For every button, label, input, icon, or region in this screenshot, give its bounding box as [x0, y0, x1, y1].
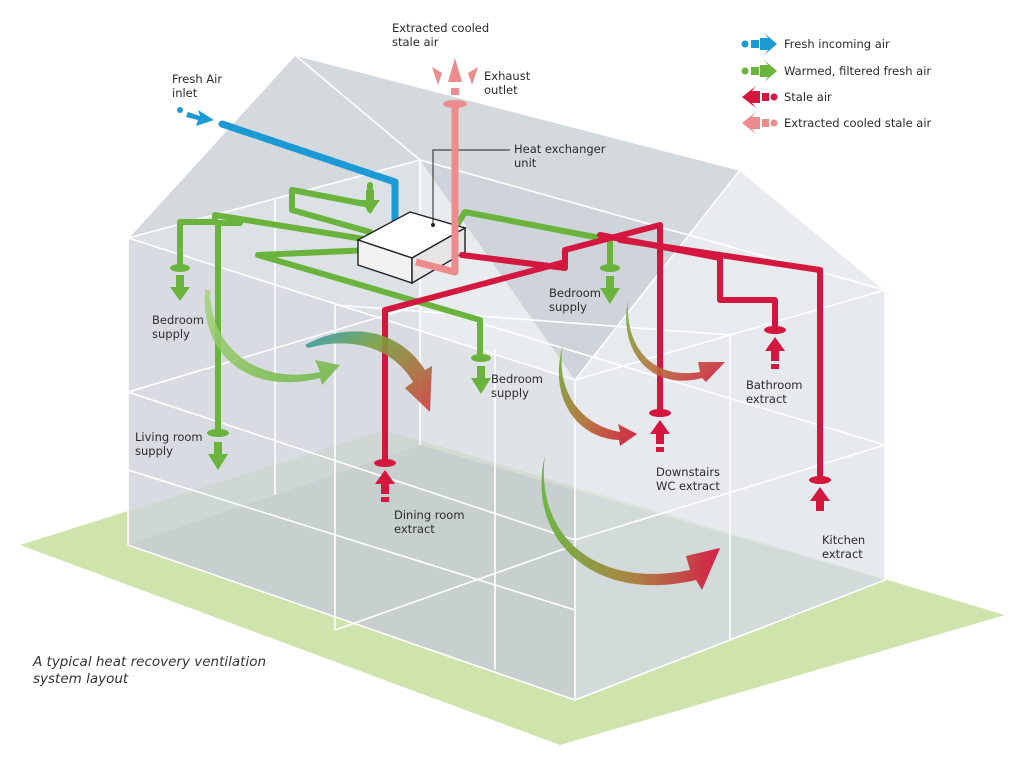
bathroom-extract-label-2: extract	[746, 392, 787, 406]
caption-line-1: A typical heat recovery ventilation	[32, 654, 266, 670]
bedroom-supply-mid-label-1: Bedroom	[491, 372, 543, 386]
kitchen-extract-label-2: extract	[822, 547, 863, 561]
stale-air-arrow-icon	[742, 86, 778, 108]
bathroom-extract-label-1: Bathroom	[746, 378, 802, 392]
bedroom-supply-left-label-1: Bedroom	[152, 313, 204, 327]
legend-label: Warmed, filtered fresh air	[784, 64, 931, 78]
extracted-air-arrow-icon	[742, 112, 778, 134]
downstairs-wc-extract-label-1: Downstairs	[656, 465, 720, 479]
roof-gable	[575, 170, 885, 380]
exhaust-duct	[415, 58, 478, 276]
house-back-wall	[128, 160, 420, 545]
legend-label: Fresh incoming air	[784, 37, 890, 51]
fresh-air-inlet-label-1: Fresh Air	[172, 72, 222, 86]
dining-room-extract-label-2: extract	[394, 522, 435, 536]
downstairs-wc-extract-label-2: WC extract	[656, 479, 720, 493]
bedroom-supply-right-label-2: supply	[549, 300, 587, 314]
legend-item-stale: Stale air	[742, 86, 832, 108]
extracted-air-label-2: stale air	[392, 35, 439, 49]
bedroom-supply-right-label-1: Bedroom	[549, 286, 601, 300]
diagram-labels: Extracted cooled stale air Exhaust outle…	[135, 21, 865, 561]
fresh-air-inlet-label-2: inlet	[172, 86, 198, 100]
extract-terminals	[374, 326, 831, 511]
bedroom-supply-mid-label-2: supply	[491, 386, 529, 400]
legend-item-warmed: Warmed, filtered fresh air	[741, 60, 931, 82]
fresh-air-duct	[177, 107, 399, 239]
legend: Fresh incoming air Warmed, filtered fres…	[741, 33, 932, 134]
living-room-supply-label-1: Living room	[135, 430, 203, 444]
fresh-air-arrow-icon	[741, 33, 777, 55]
heat-exchanger-label-1: Heat exchanger	[514, 142, 606, 156]
dining-room-extract-label-1: Dining room	[394, 508, 465, 522]
exhaust-outlet-label-2: outlet	[484, 83, 518, 97]
supply-terminals	[170, 190, 620, 470]
legend-label: Extracted cooled stale air	[784, 116, 932, 130]
legend-label: Stale air	[784, 90, 832, 104]
caption-line-2: system layout	[33, 671, 129, 687]
airflow-arrows	[204, 290, 725, 590]
legend-item-fresh: Fresh incoming air	[741, 33, 890, 55]
heat-exchanger-label-2: unit	[514, 156, 537, 170]
kitchen-extract-label-1: Kitchen	[822, 533, 865, 547]
extract-ducts	[382, 222, 823, 481]
extracted-air-label-1: Extracted cooled	[392, 21, 489, 35]
living-room-supply-label-2: supply	[135, 444, 173, 458]
bedroom-supply-left-label-2: supply	[152, 327, 190, 341]
heat-exchanger-unit	[356, 149, 510, 285]
roof-left	[128, 55, 740, 380]
exhaust-outlet-label-1: Exhaust	[484, 69, 531, 83]
legend-item-extracted: Extracted cooled stale air	[742, 112, 932, 134]
warmed-air-arrow-icon	[741, 60, 777, 82]
